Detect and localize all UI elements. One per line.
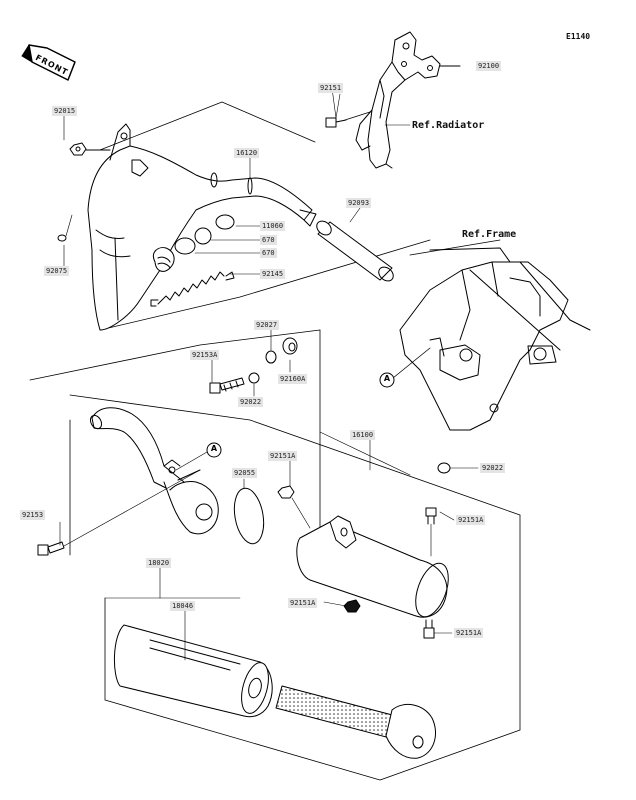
part-92075: 92075	[44, 266, 70, 276]
washer-92022	[248, 372, 260, 384]
boundary-upper	[99, 101, 316, 151]
callout-a-circle-pipe	[206, 442, 222, 458]
part-92151A-c: 92151A	[288, 598, 318, 608]
end-cap	[385, 703, 436, 759]
callout-a-frame: A	[383, 374, 391, 383]
nut-92151A-a	[277, 485, 311, 529]
part-670-a: 670	[260, 235, 277, 245]
bolt-92151A-d	[423, 619, 435, 639]
part-92022-a: 92022	[238, 397, 264, 407]
callout-a-pipe: A	[210, 444, 218, 453]
part-16120: 16120	[234, 148, 260, 158]
part-92055: 92055	[232, 468, 258, 478]
part-18020: 18020	[146, 558, 172, 568]
front-arrow-icon	[21, 44, 76, 81]
part-92145: 92145	[260, 269, 286, 279]
part-92027: 92027	[254, 320, 280, 330]
part-670-b: 670	[260, 248, 277, 258]
pipe-92093	[316, 220, 394, 282]
plug-92075	[57, 214, 73, 242]
oring-670a	[194, 227, 212, 245]
boundary-lower-2	[69, 394, 521, 516]
oring-11060	[215, 214, 235, 230]
part-92022-b: 92022	[480, 463, 506, 473]
part-92151: 92151	[318, 83, 344, 93]
muffler-body	[296, 515, 449, 618]
oring-670b	[174, 237, 196, 255]
part-92151A-a: 92151A	[268, 451, 298, 461]
part-18046: 18046	[170, 601, 196, 611]
grommet-92160A	[282, 337, 298, 355]
part-16100: 16100	[350, 430, 376, 440]
gasket-92055	[233, 487, 265, 545]
ref-frame: Ref.Frame	[462, 229, 517, 240]
part-92160A: 92160A	[278, 374, 308, 384]
part-92100: 92100	[476, 61, 502, 71]
part-92151A-b: 92151A	[456, 515, 486, 525]
ref-radiator: Ref.Radiator	[412, 120, 485, 131]
seal-670	[152, 247, 175, 272]
collar-92027	[265, 350, 277, 364]
diagram-code: E1140	[566, 32, 591, 41]
part-92093: 92093	[346, 198, 372, 208]
nut-92015	[69, 142, 111, 156]
perforated-pipe	[275, 685, 397, 739]
nut-92151A-c	[343, 599, 361, 613]
part-92015: 92015	[52, 106, 78, 116]
boundary-middle	[29, 329, 321, 381]
silencer-outer	[113, 624, 273, 718]
part-92153: 92153	[20, 510, 46, 520]
part-92151A-d: 92151A	[454, 628, 484, 638]
header-pipe	[89, 407, 219, 535]
callout-a-circle-frame	[379, 372, 395, 388]
spring-92145	[150, 271, 235, 307]
bolt-92151	[325, 117, 347, 128]
bolt-92151A-b	[425, 507, 437, 557]
boundary-silencer	[104, 597, 521, 781]
expansion-chamber	[87, 123, 317, 331]
washer-92022-right	[437, 462, 451, 474]
frame	[399, 247, 591, 431]
radiator-bracket	[355, 31, 461, 169]
part-92153A: 92153A	[190, 350, 220, 360]
bolt-92153A	[209, 377, 245, 394]
part-11060: 11060	[260, 221, 286, 231]
